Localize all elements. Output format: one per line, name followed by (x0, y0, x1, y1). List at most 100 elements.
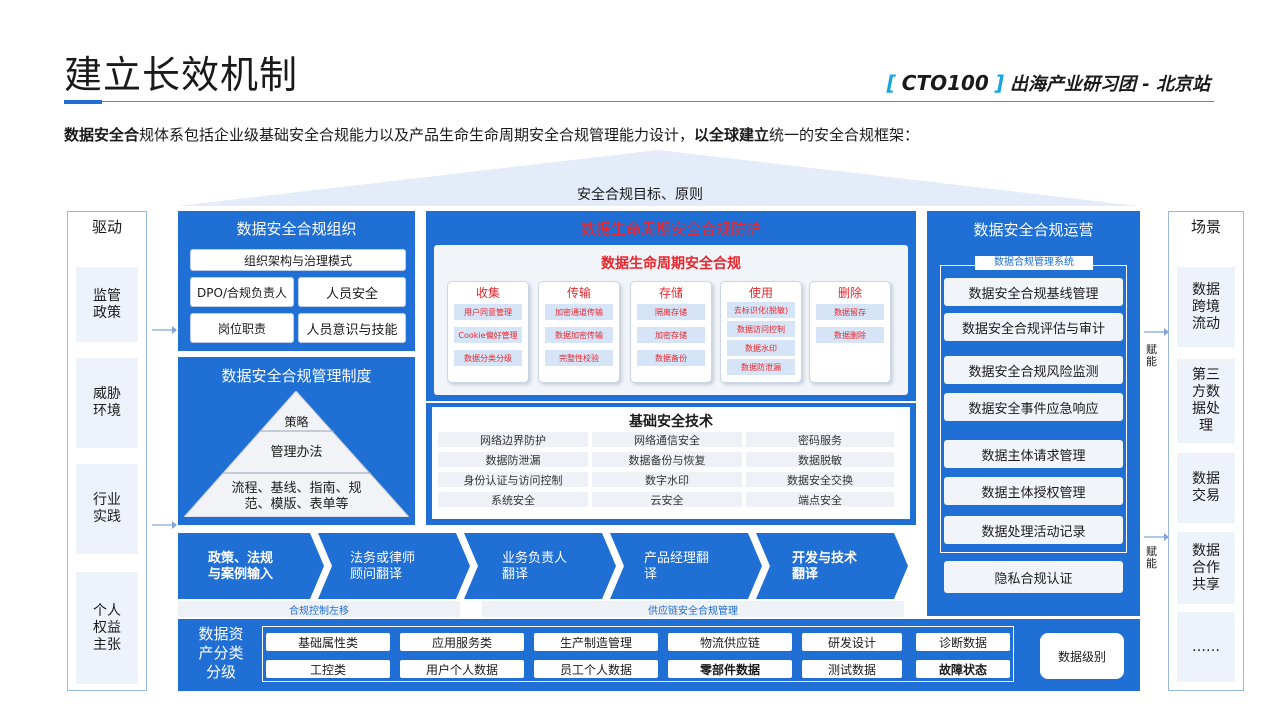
driver-threat: 威胁 环境 (76, 358, 138, 448)
org-awareness: 人员意识与技能 (298, 313, 406, 343)
class-cell: 测试数据 (802, 660, 902, 678)
intro-bold-1: 数据安全合 (64, 126, 140, 144)
lifecycle-cell: Cookie偏好管理 (454, 327, 522, 343)
org-panel: 数据安全合规组织 组织架构与治理模式 DPO/合规负责人 人员安全 岗位职责 人… (178, 211, 415, 351)
org-staff-security: 人员安全 (298, 277, 406, 307)
class-cell: 用户个人数据 (400, 660, 524, 678)
ops-item: 数据安全事件应急响应 (944, 393, 1123, 421)
lifecycle-head-store: 存储 (658, 286, 683, 300)
org-dpo: DPO/合规负责人 (190, 277, 294, 307)
lifecycle-cell: 数据访问控制 (727, 321, 795, 337)
flow-step-1: 政策、法规 与案例输入 (208, 551, 274, 582)
lifecycle-inner: 数据生命周期安全合规 收集 用户同意管理 Cookie偏好管理 数据分类分级 传… (434, 245, 908, 395)
lifecycle-col-transfer: 传输 加密通道传输 数据加密传输 完整性校验 (538, 281, 620, 383)
lifecycle-cell: 数据防泄漏 (727, 359, 795, 375)
basic-tech-cell: 网络通信安全 (592, 432, 742, 447)
ops-privacy-cert: 隐私合规认证 (944, 561, 1123, 593)
class-cell: 诊断数据 (916, 633, 1010, 651)
basic-tech-cell: 数字水印 (592, 472, 742, 487)
brand-bracket-open: [ (886, 71, 896, 95)
basic-tech-cell: 云安全 (592, 492, 742, 507)
intro-text-2: 统一的安全合规框架： (769, 126, 920, 144)
lifecycle-head-delete: 删除 (837, 286, 862, 300)
classification-panel: 数据资 产分类 分级 基础属性类 应用服务类 生产制造管理 物流供应链 研发设计… (178, 619, 1140, 691)
org-mode: 组织架构与治理模式 (190, 249, 406, 271)
lifecycle-cell: 去标识化(脱敏) (727, 302, 795, 318)
policy-methods: 管理办法 (270, 445, 323, 460)
lifecycle-title: 数据生命周期安全合规防护 (580, 220, 761, 238)
policy-strategy: 策略 (284, 415, 309, 429)
lifecycle-cell: 加密通道传输 (545, 304, 613, 320)
lifecycle-cell: 加密存储 (637, 327, 705, 343)
scene-more: …… (1177, 612, 1235, 682)
flow-chevrons (178, 533, 908, 599)
basic-tech-panel: 基础安全技术 网络边界防护 网络通信安全 密码服务 数据防泄漏 数据备份与恢复 … (426, 403, 916, 525)
basic-tech-cell: 密码服务 (746, 432, 894, 447)
empower-label-top: 赋 能 (1146, 343, 1157, 368)
class-cell: 基础属性类 (266, 633, 390, 651)
band-supply-chain: 供应链安全合规管理 (482, 601, 904, 617)
lifecycle-cell: 数据删除 (816, 327, 884, 343)
title-accent-bar (64, 100, 102, 104)
classification-frame (262, 626, 1014, 682)
driver-arrows (152, 326, 177, 529)
lifecycle-cell: 用户同意管理 (454, 304, 522, 320)
page-title: 建立长效机制 (64, 53, 299, 97)
class-cell: 研发设计 (802, 633, 902, 651)
empower-arrows (1144, 328, 1169, 541)
basic-tech-cell: 数据备份与恢复 (592, 452, 742, 467)
policy-process: 流程、基线、指南、规 范、模版、表单等 (231, 481, 362, 512)
title-divider (64, 101, 1214, 102)
scene-cross-border: 数据 跨境 流动 (1177, 267, 1235, 347)
ops-system-label: 数据合规管理系统 (975, 256, 1093, 270)
basic-tech-title: 基础安全技术 (629, 414, 713, 430)
drivers-title: 驱动 (91, 218, 122, 236)
capstone-roof (178, 150, 1138, 206)
scene-data-trade: 数据 交易 (1177, 453, 1235, 523)
basic-tech-cell: 网络边界防护 (438, 432, 588, 447)
policy-pyramid (184, 391, 409, 517)
lifecycle-head-use: 使用 (748, 286, 773, 300)
drivers-panel: 驱动 监管 政策 威胁 环境 行业 实践 个人 权益 主张 (67, 211, 147, 691)
basic-tech-cell: 数据安全交换 (746, 472, 894, 487)
lifecycle-cell: 隔离存储 (637, 304, 705, 320)
scenes-title: 场景 (1190, 218, 1221, 236)
lifecycle-col-store: 存储 隔离存储 加密存储 数据备份 (630, 281, 712, 383)
brand-logo: [ CTO100 ] 出海产业研习团 - 北京站 (887, 70, 1210, 96)
scenes-panel: 场景 数据 跨境 流动 第三 方数 据处 理 数据 交易 数据 合作 共享 …… (1168, 211, 1244, 691)
intro-text: 数据安全合规体系包括企业级基础安全合规能力以及产品生命生命周期安全合规管理能力设… (64, 124, 919, 145)
scene-third-party: 第三 方数 据处 理 (1177, 359, 1235, 443)
lifecycle-panel: 数据生命周期安全合规防护 数据生命周期安全合规 收集 用户同意管理 Cookie… (426, 211, 916, 401)
lifecycle-cell: 数据留存 (816, 304, 884, 320)
lifecycle-head-collect: 收集 (475, 286, 500, 300)
lifecycle-col-use: 使用 去标识化(脱敏) 数据访问控制 数据水印 数据防泄漏 (720, 281, 802, 383)
driver-personal-rights: 个人 权益 主张 (76, 572, 138, 684)
brand-tagline: 出海产业研习团 - 北京站 (1009, 74, 1210, 95)
org-title: 数据安全合规组织 (236, 220, 357, 238)
driver-industry: 行业 实践 (76, 464, 138, 554)
class-cell: 应用服务类 (400, 633, 524, 651)
ops-item: 数据主体授权管理 (944, 477, 1123, 505)
ops-panel: 数据安全合规运营 数据合规管理系统 数据安全合规基线管理 数据安全合规评估与审计… (927, 211, 1140, 616)
flow-step-4: 产品经理翻 译 (644, 551, 710, 582)
scene-data-share: 数据 合作 共享 (1177, 532, 1235, 604)
basic-tech-cell: 系统安全 (438, 492, 588, 507)
ops-item: 数据主体请求管理 (944, 440, 1123, 468)
ops-title: 数据安全合规运营 (973, 221, 1094, 239)
capstone-label: 安全合规目标、原则 (577, 187, 703, 203)
lifecycle-cell: 数据加密传输 (545, 327, 613, 343)
basic-tech-cell: 身份认证与访问控制 (438, 472, 588, 487)
basic-tech-cell: 端点安全 (746, 492, 894, 507)
brand-bracket-close: ] (994, 71, 1004, 95)
intro-text-1: 规体系包括企业级基础安全合规能力以及产品生命生命周期安全合规管理能力设计， (139, 126, 695, 144)
data-level-badge: 数据级别 (1040, 633, 1124, 679)
basic-tech-cell: 数据防泄漏 (438, 452, 588, 467)
driver-regulation: 监管 政策 (76, 267, 138, 342)
intro-bold-2: 以全球建立 (694, 126, 770, 144)
class-cell: 生产制造管理 (534, 633, 658, 651)
basic-tech-cell: 数据脱敏 (746, 452, 894, 467)
lifecycle-inner-title: 数据生命周期安全合规 (601, 256, 741, 272)
ops-item: 数据安全合规风险监测 (944, 356, 1123, 384)
class-cell: 物流供应链 (668, 633, 792, 651)
ops-item: 数据安全合规评估与审计 (944, 313, 1123, 341)
